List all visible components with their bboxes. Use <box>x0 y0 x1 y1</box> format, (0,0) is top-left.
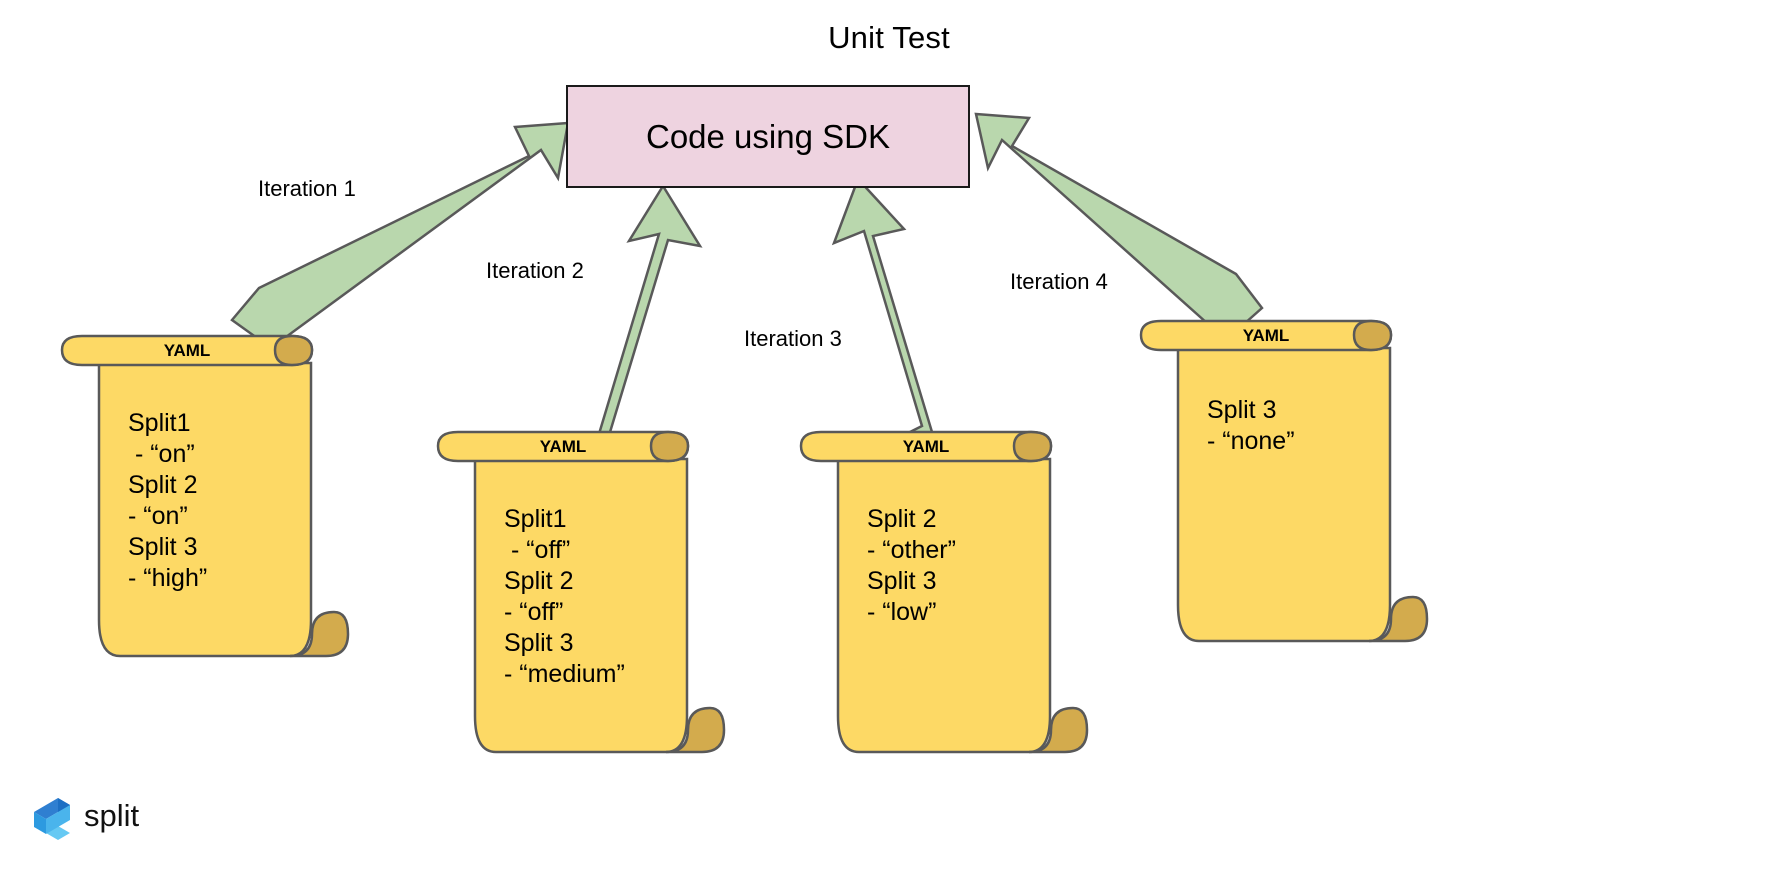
iteration-2-label: Iteration 2 <box>486 258 584 283</box>
yaml-document-3-header: YAML <box>902 437 950 456</box>
yaml-document-1-header: YAML <box>163 341 211 360</box>
page-title: Unit Test <box>828 20 950 55</box>
iteration-3-label: Iteration 3 <box>744 326 842 351</box>
code-using-sdk-box[interactable]: Code using SDK <box>566 85 970 188</box>
arrow-iteration-4 <box>974 112 1264 342</box>
yaml-document-2-shape <box>436 430 726 754</box>
split-logo: split <box>28 786 158 840</box>
iteration-1-label: Iteration 1 <box>258 176 356 201</box>
yaml-document-3-shape <box>799 430 1089 754</box>
iteration-4-label: Iteration 4 <box>1010 269 1108 294</box>
yaml-document-4-body: Split 3 - “none” <box>1207 396 1295 455</box>
yaml-document-1-shape <box>60 334 350 658</box>
yaml-document-2-header: YAML <box>539 437 587 456</box>
arrow-iteration-1 <box>230 121 570 350</box>
arrow-iteration-3 <box>831 176 934 442</box>
arrow-iteration-2 <box>565 183 703 460</box>
yaml-document-4-shape <box>1139 319 1429 643</box>
yaml-document-3-body: Split 2 - “other” Split 3 - “low” <box>867 505 956 626</box>
split-logo-mark-icon: split <box>34 798 140 840</box>
split-logo-text: split <box>84 798 140 833</box>
yaml-document-2-body: Split1 - “off” Split 2 - “off” Split 3 -… <box>504 505 625 688</box>
code-using-sdk-label: Code using SDK <box>646 117 890 155</box>
yaml-document-4-header: YAML <box>1242 326 1290 345</box>
yaml-document-1-body: Split1 - “on” Split 2 - “on” Split 3 - “… <box>128 409 208 592</box>
